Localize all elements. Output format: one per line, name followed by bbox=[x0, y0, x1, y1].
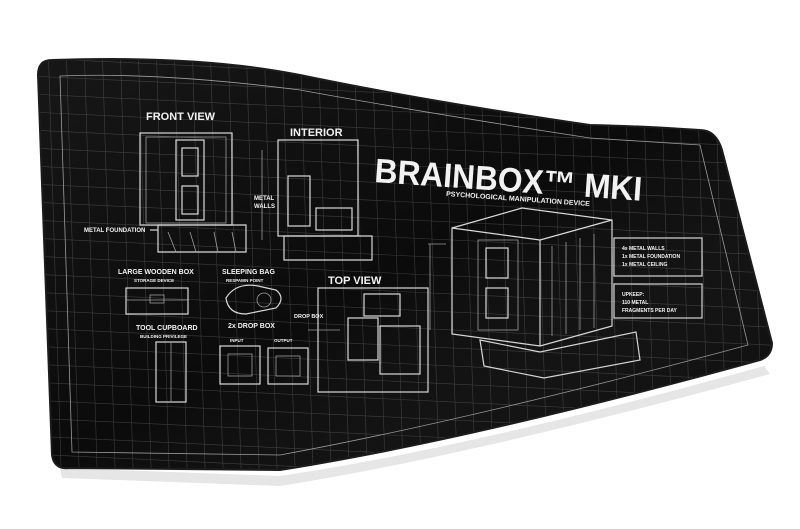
large-wooden-box-label: LARGE WOODEN BOX bbox=[118, 269, 194, 276]
interior-label: INTERIOR bbox=[290, 127, 343, 139]
materials-line-1: 4x METAL WALLS bbox=[622, 246, 665, 252]
sleeping-bag-label: SLEEPING BAG bbox=[222, 269, 275, 276]
storage-device-label: STORAGE DEVICE bbox=[134, 278, 174, 283]
input-label: INPUT bbox=[230, 338, 244, 343]
drop-box-label: DROP BOX bbox=[294, 314, 324, 320]
materials-line-3: 1x METAL CEILING bbox=[622, 262, 667, 268]
metal-foundation-label: METAL FOUNDATION bbox=[84, 228, 145, 234]
building-privilege-label: BUILDING PRIVILEGE bbox=[140, 334, 187, 339]
mat-edge bbox=[36, 58, 774, 472]
output-label: OUTPUT bbox=[274, 338, 293, 343]
materials-line-2: 1x METAL FOUNDATION bbox=[622, 254, 680, 260]
upkeep-line-2: 110 METAL bbox=[622, 300, 648, 306]
drop-box-count-label: 2x DROP BOX bbox=[228, 323, 275, 330]
respawn-point-label: RESPAWN POINT bbox=[226, 278, 264, 283]
metal-walls-label-2: WALLS bbox=[254, 204, 275, 210]
upkeep-line-3: FRAGMENTS PER DAY bbox=[622, 308, 677, 314]
mat-shadow bbox=[60, 366, 770, 486]
upkeep-line-1: UPKEEP: bbox=[622, 292, 645, 298]
top-view-label: TOP VIEW bbox=[328, 275, 382, 287]
metal-walls-label-1: METAL bbox=[254, 196, 275, 202]
front-view-label: FRONT VIEW bbox=[146, 111, 216, 123]
tool-cupboard-label: TOOL CUPBOARD bbox=[136, 325, 198, 332]
